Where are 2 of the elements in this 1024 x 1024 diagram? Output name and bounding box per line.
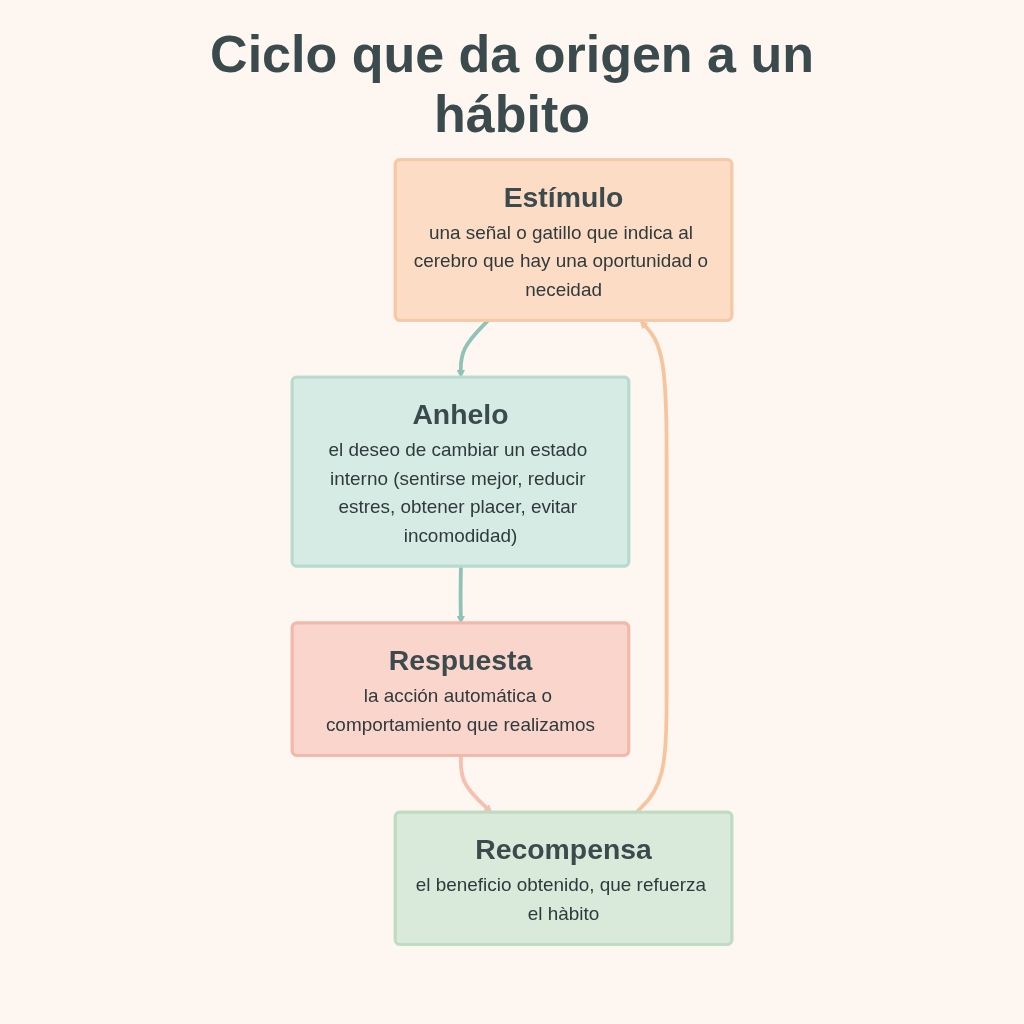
title: Ciclo que da origen a un hábito [209, 24, 815, 144]
arrow [458, 755, 493, 813]
